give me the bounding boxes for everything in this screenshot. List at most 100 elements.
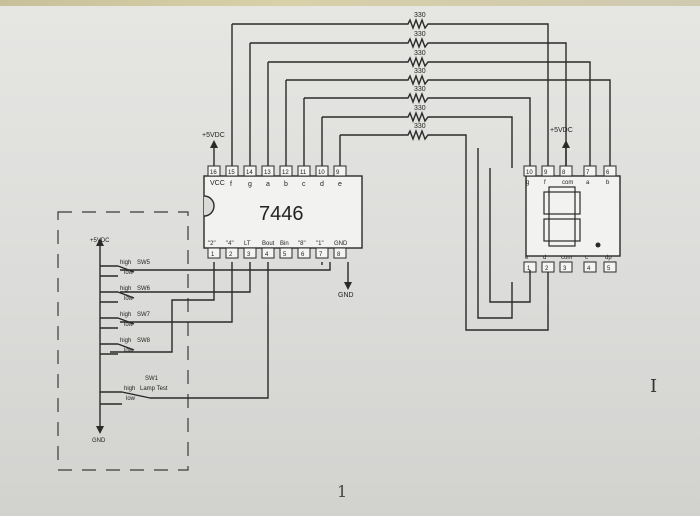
display-top-pin: 9f — [541, 165, 555, 186]
switch-low-label: low — [124, 322, 134, 328]
resistor-4-value: 330 — [414, 68, 426, 75]
chip-top-pin-number: 13 — [264, 170, 271, 176]
switch-power-label: +5VDC — [90, 238, 110, 244]
chip-top-pin-number: 9 — [336, 170, 340, 176]
display-bottom-pin: 5dp — [603, 255, 617, 273]
chip-bottom-pin-number: 6 — [301, 252, 305, 258]
resistor-1: 330 — [232, 12, 549, 168]
resistor-1-value: 330 — [414, 12, 426, 19]
page-mark: 1 — [337, 482, 348, 501]
chip-top-pin: 13 a — [261, 165, 275, 188]
switch-name: SW6 — [137, 286, 151, 292]
lamp-test-switch — [100, 391, 151, 405]
switch-box-outline — [57, 211, 189, 471]
display-bottom-pin-number: 5 — [607, 266, 611, 272]
switch-high-label: high — [120, 312, 131, 318]
display-top-pin-number: 9 — [544, 170, 548, 176]
chip-bottom-pin-number: 8 — [337, 252, 341, 258]
resistor-6: 330 — [322, 105, 513, 168]
chip-top-pin-number: 14 — [246, 170, 253, 176]
chip-top-pin: 9e — [333, 165, 347, 188]
chip-bottom-wires — [110, 262, 352, 399]
lamp-test-low: low — [126, 396, 136, 402]
chip-bottom-pin-number: 4 — [265, 252, 269, 258]
chip-top-pin-label: d — [320, 181, 324, 188]
display-top-pin-label: f — [544, 180, 546, 186]
chip-bottom-pin: 4 Bout — [261, 241, 275, 259]
display-bottom-pin: 4c — [583, 255, 597, 273]
chip-bottom-pin: 1"2" — [207, 241, 221, 259]
chip-top-pin-label: c — [302, 181, 306, 188]
display-top-pin-label: com — [562, 180, 573, 186]
resistor-3-value: 330 — [414, 50, 426, 57]
chip-top-wires — [210, 24, 341, 168]
display-bottom-pin-number: 4 — [587, 266, 591, 272]
chip-top-pin: 12 b — [279, 165, 293, 188]
display-bottom-pin-number: 1 — [527, 266, 531, 272]
chip-vcc-label: VCC — [210, 180, 225, 187]
chip-bottom-pin: 8 GND — [333, 241, 348, 259]
chip-top-pin: 10 d — [315, 165, 329, 188]
chip-bottom-pin-label: "1" — [316, 241, 324, 247]
chip-bottom-pin-label: "2" — [208, 241, 216, 247]
chip-bottom-pin-number: 5 — [283, 252, 287, 258]
switch-name: SW8 — [137, 338, 151, 344]
chip-top-pin-number: 15 — [228, 170, 235, 176]
chip-top-pin-label: a — [266, 181, 270, 188]
switch-low-label: low — [124, 296, 134, 302]
chip-bottom-pin-label: Bout — [262, 241, 275, 247]
chip-top-pin-number: 10 — [318, 170, 325, 176]
chip-top-pin-label: f — [230, 181, 232, 188]
chip-top-pin-number: 16 — [210, 170, 217, 176]
chip-top-pin-number: 12 — [282, 170, 289, 176]
display-bottom-pin-number: 3 — [563, 266, 567, 272]
display-top-pin-label: a — [586, 180, 590, 186]
chip-top-pin-label: b — [284, 181, 288, 188]
chip-bottom-pin: 7"1" — [315, 241, 329, 259]
chip-power-label: +5VDC — [202, 132, 225, 139]
chip-top-pin-number: 11 — [300, 170, 307, 176]
display-top-pin: 10g — [523, 165, 537, 186]
chip-bottom-pin: 6 "8" — [297, 241, 311, 259]
resistor-6-value: 330 — [414, 105, 426, 112]
chip-top-pin-label: e — [338, 181, 342, 188]
resistor-3: 330 — [268, 50, 591, 168]
text-cursor-icon: I — [650, 376, 658, 397]
display-bottom-pin-number: 2 — [545, 266, 549, 272]
resistor-5: 330 — [304, 86, 531, 168]
display-bottom-pin-label: c — [585, 255, 588, 261]
chip-bottom-pin-number: 2 — [229, 252, 233, 258]
display-top-pin-number: 6 — [606, 170, 610, 176]
chip-top-pin-label: g — [248, 181, 252, 188]
switch-low-label: low — [124, 270, 134, 276]
paper-edge — [0, 0, 700, 6]
chip-bottom-pin-label: "8" — [298, 241, 306, 247]
display-top-pin: 7a — [583, 165, 597, 186]
chip-bottom-pin-label: Bin — [280, 241, 289, 247]
display-top-pin-label: g — [526, 180, 529, 186]
chip-bottom-pin: 2"4" — [225, 241, 239, 259]
resistor-4: 330 — [286, 68, 611, 168]
switch-high-label: high — [120, 338, 131, 344]
switch-low-label: low — [124, 348, 134, 354]
display-top-pin-number: 8 — [562, 170, 566, 176]
switch-high-label: high — [120, 286, 131, 292]
resistor-7-value: 330 — [414, 123, 426, 130]
switch-name: SW5 — [137, 260, 151, 266]
display-top-pin: 6b — [603, 165, 617, 186]
display-bottom-pin-label: e — [525, 255, 529, 261]
chip-bottom-pin-label: GND — [334, 241, 348, 247]
chip-bottom-pin: 3LT — [243, 241, 257, 259]
chip-top-pin: 15 f — [225, 165, 239, 188]
display-bottom-pin-label: d — [543, 255, 546, 261]
chip-bottom-pin: 5 Bin — [279, 241, 293, 259]
